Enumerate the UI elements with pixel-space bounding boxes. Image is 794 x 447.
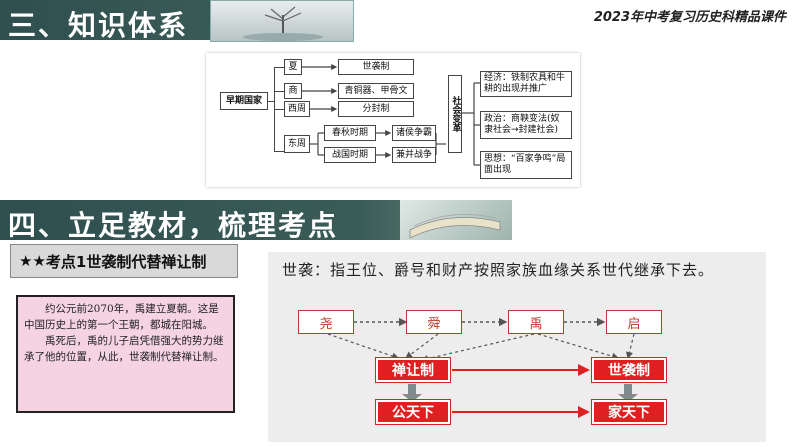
change-politics: 政治：商鞅变法(奴隶社会→封建社会) <box>480 111 572 139</box>
period-chunqiu: 春秋时期 <box>324 125 376 141</box>
flow-arrows <box>327 317 638 418</box>
system-shixi: 世袭制 <box>592 358 666 382</box>
book-icon <box>409 214 501 239</box>
dynasty-shang: 商 <box>284 83 302 99</box>
dynasty-xizhou: 西周 <box>284 101 310 117</box>
section4-title: 四、立足教材，梳理考点 <box>8 209 339 242</box>
ruler-shun: 舜 <box>406 310 462 334</box>
story-paragraph-2: 禹死后，禹的儿子启凭借强大的势力继承了他的位置，从此，世袭制代替禅让制。 <box>24 335 224 363</box>
dynasty-dongzhou: 东周 <box>284 135 310 153</box>
dynasty-xia: 夏 <box>284 59 302 75</box>
book-image <box>400 200 512 240</box>
ruler-yao: 尧 <box>298 310 354 334</box>
course-label: 2023年中考复习历史科精品课件 <box>593 10 786 25</box>
ruler-qi: 启 <box>606 310 662 334</box>
system-shanrang: 禅让制 <box>376 358 450 382</box>
flow-panel <box>268 252 766 442</box>
item-shixi: 世袭制 <box>338 59 414 75</box>
diagram-arrows <box>302 64 480 166</box>
keypoint-label: 考点1世袭制代替禅让制 <box>45 252 207 271</box>
star-icon: ★★ <box>19 252 46 270</box>
root-node: 早期国家 <box>220 92 268 110</box>
tree-icon <box>243 6 323 41</box>
tree-book-image <box>210 0 354 42</box>
knowledge-diagram: 早期国家 夏 商 西周 东周 世袭制 青铜器、甲骨文 分封制 春秋时期 战国时期… <box>206 53 580 187</box>
change-thought: 思想：“百家争鸣”局面出现 <box>480 151 572 179</box>
ruler-yu: 禹 <box>508 310 564 334</box>
change-label: 社会变革 <box>448 75 462 153</box>
shixi-definition: 世袭：指王位、爵号和财产按照家族血缘关系世代继承下去。 <box>282 261 715 279</box>
item-fenfeng: 分封制 <box>338 101 414 117</box>
section3-title: 三、知识体系 <box>8 9 189 42</box>
period-zhanguo: 战国时期 <box>324 147 376 163</box>
item-zhengba: 诸侯争霸 <box>392 125 436 141</box>
change-economy: 经济：铁制农具和牛耕的出现并推广 <box>480 71 572 97</box>
story-paragraph-1: 约公元前2070年，禹建立夏朝。这是中国历史上的第一个王朝，都城在阳城。 <box>24 303 219 331</box>
item-jianbing: 兼并战争 <box>392 147 436 163</box>
result-jiatianxia: 家天下 <box>592 400 666 424</box>
story-box: 约公元前2070年，禹建立夏朝。这是中国历史上的第一个王朝，都城在阳城。 禹死后… <box>16 295 235 413</box>
keypoint-title: ★★ 考点1世袭制代替禅让制 <box>10 244 238 278</box>
item-bronze: 青铜器、甲骨文 <box>338 83 414 99</box>
result-gongtianxia: 公天下 <box>376 400 450 424</box>
